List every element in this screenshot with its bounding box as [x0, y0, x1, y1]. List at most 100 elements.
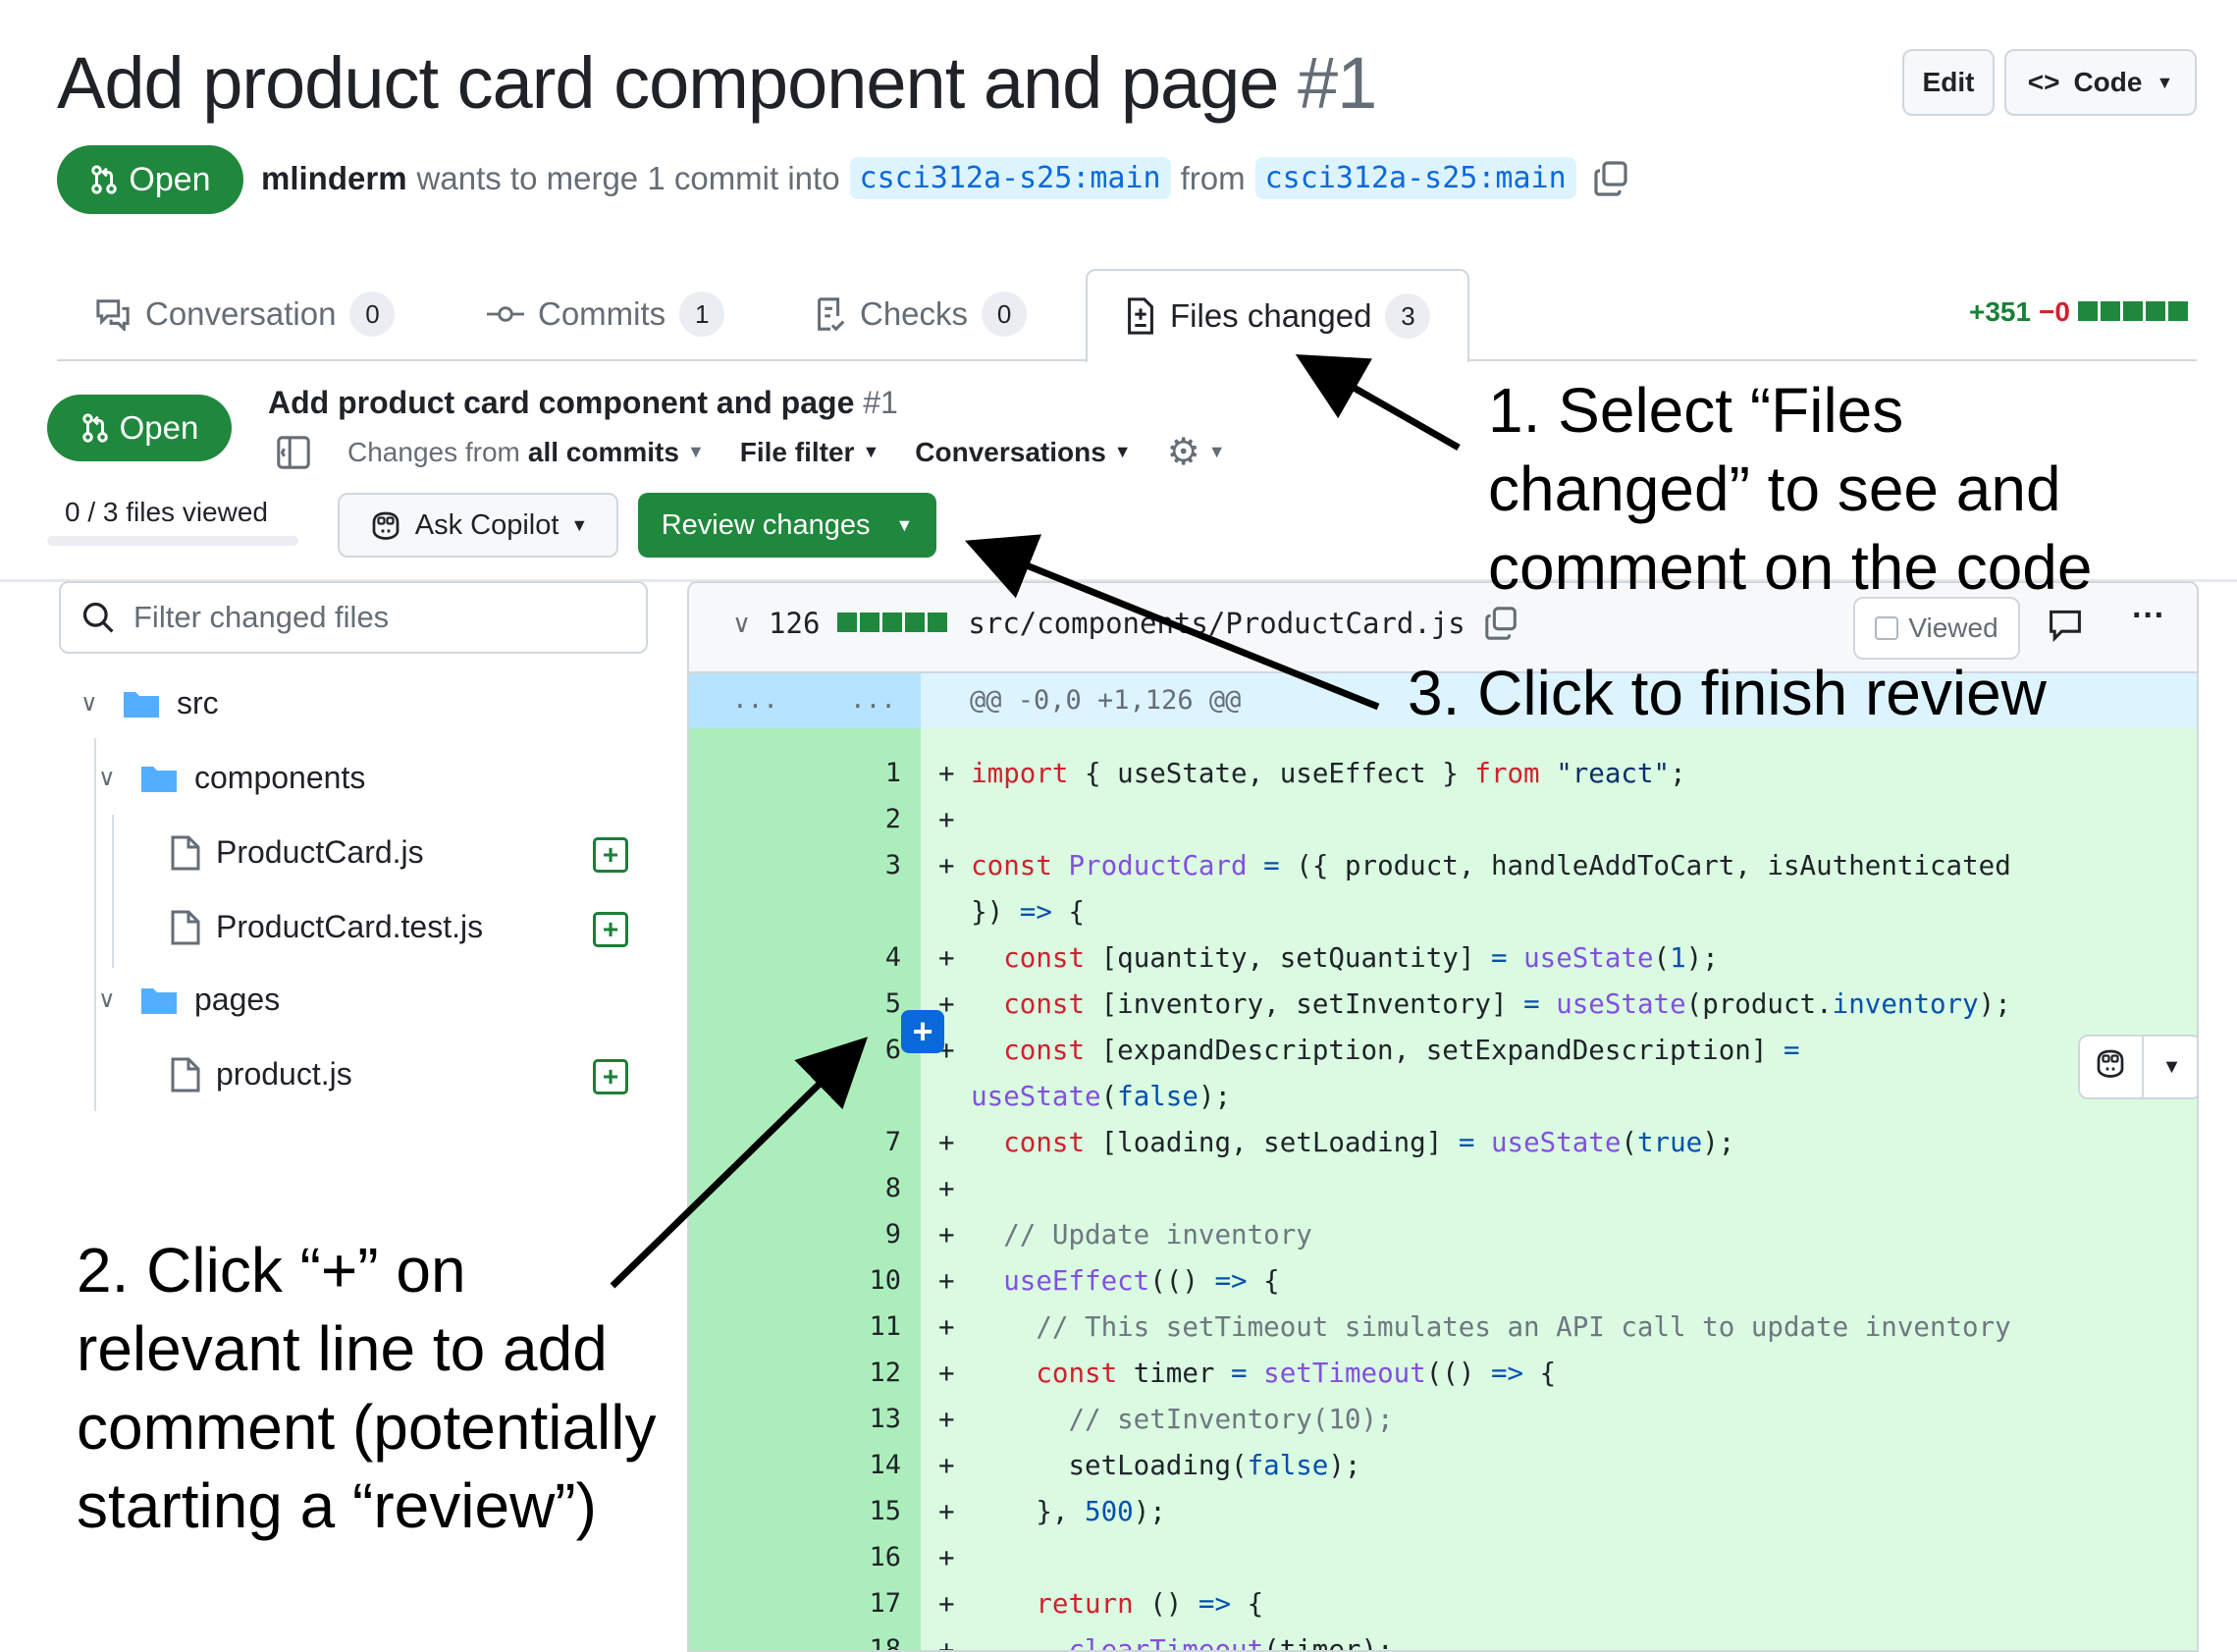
file-filter-dropdown[interactable]: File filter ▼ [740, 437, 880, 468]
status-badge: Open [57, 145, 243, 214]
tab-checks-count: 0 [982, 292, 1028, 337]
pull-request-icon [91, 165, 118, 194]
line-number[interactable]: 14 [869, 1450, 901, 1480]
code-line: + setLoading(false); [938, 1450, 1361, 1481]
pr-title-text: Add product card component and page [57, 42, 1279, 124]
edit-button-label: Edit [1922, 67, 1975, 97]
copy-icon[interactable] [1592, 159, 1631, 198]
edit-button[interactable]: Edit [1902, 49, 1995, 116]
file-added-icon: + [593, 912, 628, 947]
head-branch[interactable]: csci312a-s25:main [1254, 157, 1576, 199]
tab-commits-label: Commits [538, 295, 666, 332]
tree-file-productcard-test[interactable]: ProductCard.test.js [171, 909, 483, 945]
gear-icon: ⚙ [1166, 432, 1200, 473]
tree-folder-src[interactable]: ∨ src [80, 685, 219, 721]
hunk-expand-right[interactable]: ... [850, 685, 896, 715]
line-number[interactable]: 9 [884, 1219, 901, 1250]
chevron-down-icon: ▼ [2156, 72, 2174, 92]
line-number[interactable]: 1 [884, 758, 901, 788]
author-link[interactable]: mlinderm [261, 159, 407, 196]
copy-icon[interactable] [1483, 605, 1520, 642]
diffstat: +351 −0 [1969, 296, 2191, 328]
review-changes-button[interactable]: Review changes ▼ [638, 493, 936, 558]
added-code-area [921, 728, 2197, 1650]
diffstat-bar [2078, 296, 2191, 328]
filter-files-input[interactable]: Filter changed files [59, 581, 648, 654]
code-line: + // This setTimeout simulates an API ca… [938, 1311, 2011, 1343]
chevron-down-icon: ▼ [686, 442, 705, 461]
line-number[interactable]: 8 [884, 1173, 901, 1203]
file-diffstat-bar [837, 608, 950, 640]
line-number[interactable]: 4 [884, 942, 901, 973]
line-number[interactable]: 17 [869, 1588, 901, 1619]
tree-folder-components[interactable]: ∨ components [98, 760, 365, 796]
line-number[interactable]: 18 [869, 1634, 901, 1652]
file-icon [171, 835, 200, 870]
additions-count: +351 [1969, 296, 2032, 327]
line-number[interactable]: 12 [869, 1358, 901, 1388]
tab-files-changed-label: Files changed [1170, 297, 1372, 334]
line-number[interactable]: 15 [869, 1496, 901, 1526]
line-number[interactable]: 13 [869, 1404, 901, 1434]
line-number[interactable]: 10 [869, 1265, 901, 1296]
tab-conversation-label: Conversation [145, 295, 337, 332]
file-header-info: ∨ 126 src/components/ProductCard.js [732, 605, 1520, 642]
chevron-down-icon: ∨ [98, 986, 116, 1013]
tab-commits[interactable]: Commits 1 [487, 267, 725, 361]
tab-conversation[interactable]: Conversation 0 [94, 267, 396, 361]
tree-folder-label: src [177, 685, 219, 720]
files-viewed-count: 0 / 3 files viewed [65, 497, 268, 527]
line-number[interactable]: 3 [884, 850, 901, 880]
tree-file-label: ProductCard.js [216, 834, 424, 870]
tree-file-product[interactable]: product.js [171, 1056, 352, 1092]
code-line: + const [loading, setLoading] = useState… [938, 1127, 1735, 1158]
tree-folder-pages[interactable]: ∨ pages [98, 982, 280, 1018]
add-line-comment-button[interactable]: + [901, 1010, 944, 1053]
copilot-line-menu[interactable]: ▼ [2078, 1035, 2197, 1099]
collapse-chevron-icon[interactable]: ∨ [732, 608, 752, 638]
arrow-step-1 [1295, 354, 1461, 452]
conversations-dropdown[interactable]: Conversations ▼ [915, 437, 1131, 468]
code-button[interactable]: <> Code ▼ [2004, 49, 2197, 116]
hunk-range: @@ -0,0 +1,126 @@ [970, 685, 1242, 716]
line-number[interactable]: 6 [884, 1035, 901, 1065]
folder-icon [141, 766, 177, 792]
annotation-step-2: 2. Click “+” on relevant line to add com… [77, 1235, 657, 1541]
tab-files-changed[interactable]: Files changed 3 [1086, 269, 1470, 363]
checklist-icon [818, 297, 845, 332]
code-line: + clearTimeout(timer); [938, 1634, 1394, 1652]
file-icon [171, 1057, 200, 1092]
base-branch[interactable]: csci312a-s25:main [849, 157, 1171, 199]
comment-icon[interactable] [2048, 607, 2083, 642]
pr-number: #1 [1298, 42, 1377, 124]
kebab-horizontal-icon[interactable]: ··· [2132, 597, 2165, 634]
tree-file-productcard[interactable]: ProductCard.js [171, 834, 424, 871]
code-line: + }, 500); [938, 1496, 1166, 1527]
code-line: + // setInventory(10); [938, 1404, 1394, 1435]
file-path-link[interactable]: src/components/ProductCard.js [968, 607, 1465, 640]
code-line: + const timer = setTimeout(() => { [938, 1358, 1557, 1389]
code-button-label: Code [2073, 67, 2143, 97]
line-number[interactable]: 7 [884, 1127, 901, 1157]
pull-request-icon [81, 413, 108, 443]
line-number[interactable]: 16 [869, 1542, 901, 1572]
code-line: + const [inventory, setInventory] = useS… [938, 988, 2011, 1020]
ask-copilot-button[interactable]: Ask Copilot ▼ [338, 493, 618, 558]
code-line: + return () => { [938, 1588, 1264, 1620]
changes-from-dropdown[interactable]: Changes from all commits ▼ [347, 437, 705, 468]
hunk-expand-left[interactable]: ... [732, 685, 778, 715]
line-number[interactable]: 5 [884, 988, 901, 1019]
sidebar-toggle-icon[interactable] [275, 434, 312, 471]
diff-settings-button[interactable]: ⚙ ▼ [1167, 430, 1226, 474]
viewed-checkbox[interactable]: Viewed [1853, 597, 2020, 660]
sticky-header-divider [0, 579, 2237, 582]
line-number[interactable]: 11 [869, 1311, 901, 1342]
chevron-down-icon[interactable]: ▼ [2141, 1037, 2197, 1097]
conversations-label: Conversations [915, 436, 1106, 467]
chevron-down-icon: ▼ [570, 514, 589, 535]
copilot-icon[interactable] [2080, 1047, 2142, 1087]
code-line: + const [quantity, setQuantity] = useSta… [938, 942, 1719, 974]
line-number[interactable]: 2 [884, 804, 901, 834]
tab-checks[interactable]: Checks 0 [815, 267, 1028, 361]
